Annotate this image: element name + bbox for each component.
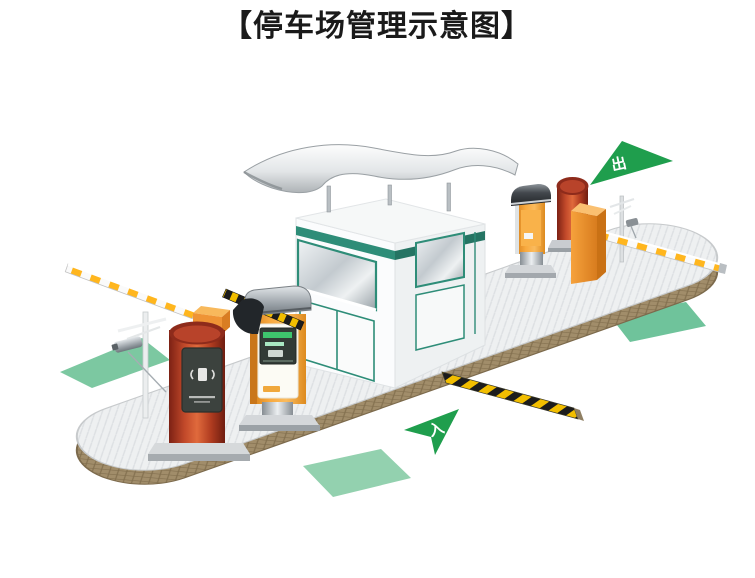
exit-arrow-label: 出 bbox=[610, 154, 628, 175]
entrance-barrier-boom bbox=[64, 263, 196, 320]
screen-led-row bbox=[263, 332, 292, 338]
speed-bump bbox=[441, 371, 584, 421]
entrance-barrier-column bbox=[148, 306, 250, 461]
lane-marking-left bbox=[60, 338, 170, 388]
exit-arrow: 出 bbox=[590, 141, 673, 185]
entrance-column-base bbox=[148, 454, 250, 461]
booth-window-left bbox=[296, 238, 378, 383]
booth-roof-deck bbox=[295, 198, 486, 244]
entrance-column-panel bbox=[181, 347, 223, 413]
ticket-machine-screen bbox=[259, 327, 297, 365]
page-title: 【停车场管理示意图】 bbox=[222, 9, 532, 43]
entrance-ticket-machine bbox=[222, 285, 320, 431]
booth-door bbox=[415, 284, 465, 351]
exit-machine-pedestal bbox=[520, 252, 543, 266]
entrance-arrow-label: 入 bbox=[427, 419, 447, 440]
entrance-arrow: 入 bbox=[404, 409, 459, 455]
booth-trim-band-left bbox=[296, 226, 395, 260]
exit-machine-label bbox=[524, 233, 533, 239]
exit-barrier-cabinet bbox=[571, 203, 606, 284]
pole-fin-icon bbox=[609, 197, 635, 209]
exit-machine-base bbox=[505, 273, 556, 278]
canopy-roof bbox=[243, 144, 519, 194]
canopy-posts bbox=[326, 182, 451, 213]
lane-marking-bottom bbox=[303, 449, 411, 497]
ticket-slot bbox=[263, 386, 280, 392]
ticket-machine-base bbox=[239, 425, 320, 431]
boom-tip bbox=[718, 263, 727, 274]
panel-reader-icon bbox=[198, 368, 207, 381]
booth-window-right bbox=[415, 231, 476, 351]
cctv-camera-left bbox=[111, 336, 167, 393]
cctv-pole-left bbox=[111, 311, 167, 419]
cctv-camera-right bbox=[625, 218, 639, 239]
pole-fin-icon bbox=[117, 317, 167, 333]
ticket-machine-pedestal bbox=[262, 402, 293, 417]
boom-pivot-fan bbox=[232, 298, 264, 334]
camera-lens-icon bbox=[111, 343, 119, 351]
guard-booth bbox=[243, 144, 519, 389]
exit-ticket-machine bbox=[505, 184, 556, 278]
cctv-pole-right bbox=[609, 195, 639, 263]
